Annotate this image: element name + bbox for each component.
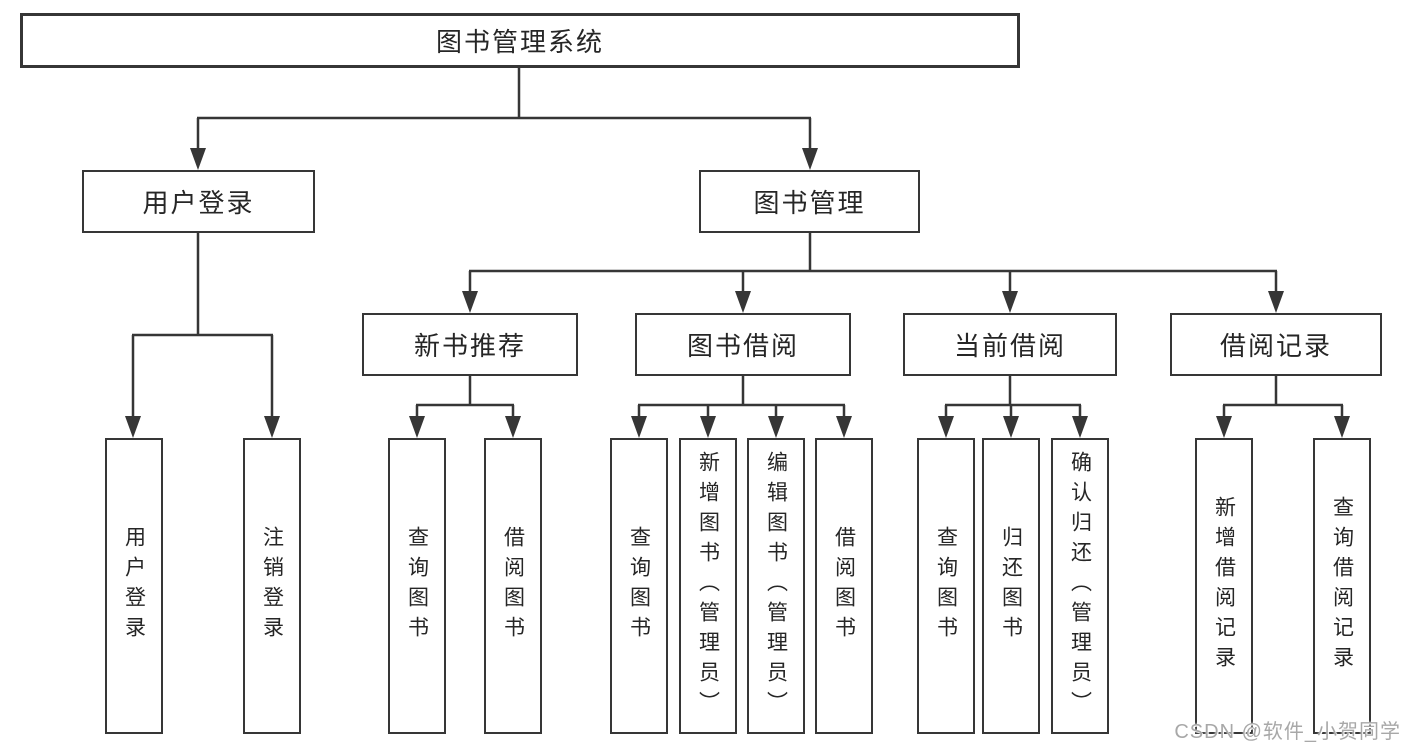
leaf-add-book-admin: 新增图书（管理员） (679, 438, 737, 734)
leaf-query-book-2-label: 查询图书 (627, 526, 651, 646)
node-borrow-record: 借阅记录 (1170, 313, 1382, 376)
connector-book-borrow-to-leaves (631, 376, 852, 438)
node-new-book-recommend-label: 新书推荐 (413, 331, 526, 361)
leaf-query-book-3-label: 查询图书 (934, 526, 958, 646)
node-book-borrow: 图书借阅 (635, 313, 851, 376)
leaf-query-book-1-label: 查询图书 (405, 526, 429, 646)
node-root-label: 图书管理系统 (435, 27, 604, 57)
node-current-borrow-label: 当前借阅 (953, 331, 1066, 361)
leaf-query-book-1: 查询图书 (388, 438, 446, 734)
node-user-login-label: 用户登录 (142, 188, 255, 218)
leaf-borrow-book-2: 借阅图书 (815, 438, 873, 734)
leaf-borrow-book-2-label: 借阅图书 (832, 526, 856, 646)
connector-root-to-level2 (190, 68, 818, 170)
leaf-add-borrow-record-label: 新增借阅记录 (1212, 496, 1236, 676)
leaf-user-login: 用户登录 (105, 438, 163, 734)
connector-borrow-record-to-leaves (1216, 376, 1350, 438)
node-borrow-record-label: 借阅记录 (1219, 331, 1332, 361)
connector-new-book-to-leaves (409, 376, 521, 438)
leaf-query-borrow-record-label: 查询借阅记录 (1330, 496, 1354, 676)
node-book-management: 图书管理 (699, 170, 920, 233)
node-root-system: 图书管理系统 (20, 13, 1020, 68)
watermark: CSDN @软件_小贺同学 (1174, 721, 1401, 743)
leaf-query-book-2: 查询图书 (610, 438, 668, 734)
leaf-confirm-return-admin: 确认归还（管理员） (1051, 438, 1109, 734)
leaf-edit-book-admin: 编辑图书（管理员） (747, 438, 805, 734)
node-user-login: 用户登录 (82, 170, 315, 233)
leaf-borrow-book-1: 借阅图书 (484, 438, 542, 734)
node-book-borrow-label: 图书借阅 (686, 331, 799, 361)
leaf-add-borrow-record: 新增借阅记录 (1195, 438, 1253, 734)
node-new-book-recommend: 新书推荐 (362, 313, 578, 376)
connector-current-borrow-to-leaves (938, 376, 1088, 438)
leaf-add-book-admin-label: 新增图书（管理员） (696, 451, 720, 721)
leaf-confirm-return-admin-label: 确认归还（管理员） (1068, 451, 1092, 721)
leaf-user-login-label: 用户登录 (122, 526, 146, 646)
node-current-borrow: 当前借阅 (903, 313, 1117, 376)
node-book-management-label: 图书管理 (753, 188, 866, 218)
leaf-return-book: 归还图书 (982, 438, 1040, 734)
leaf-edit-book-admin-label: 编辑图书（管理员） (764, 451, 788, 721)
connector-user-login-to-leaves (125, 233, 280, 438)
leaf-logout-label: 注销登录 (260, 526, 284, 646)
leaf-borrow-book-1-label: 借阅图书 (501, 526, 525, 646)
leaf-logout: 注销登录 (243, 438, 301, 734)
leaf-return-book-label: 归还图书 (999, 526, 1023, 646)
connector-book-management-to-level3 (462, 233, 1284, 313)
leaf-query-borrow-record: 查询借阅记录 (1313, 438, 1371, 734)
leaf-query-book-3: 查询图书 (917, 438, 975, 734)
